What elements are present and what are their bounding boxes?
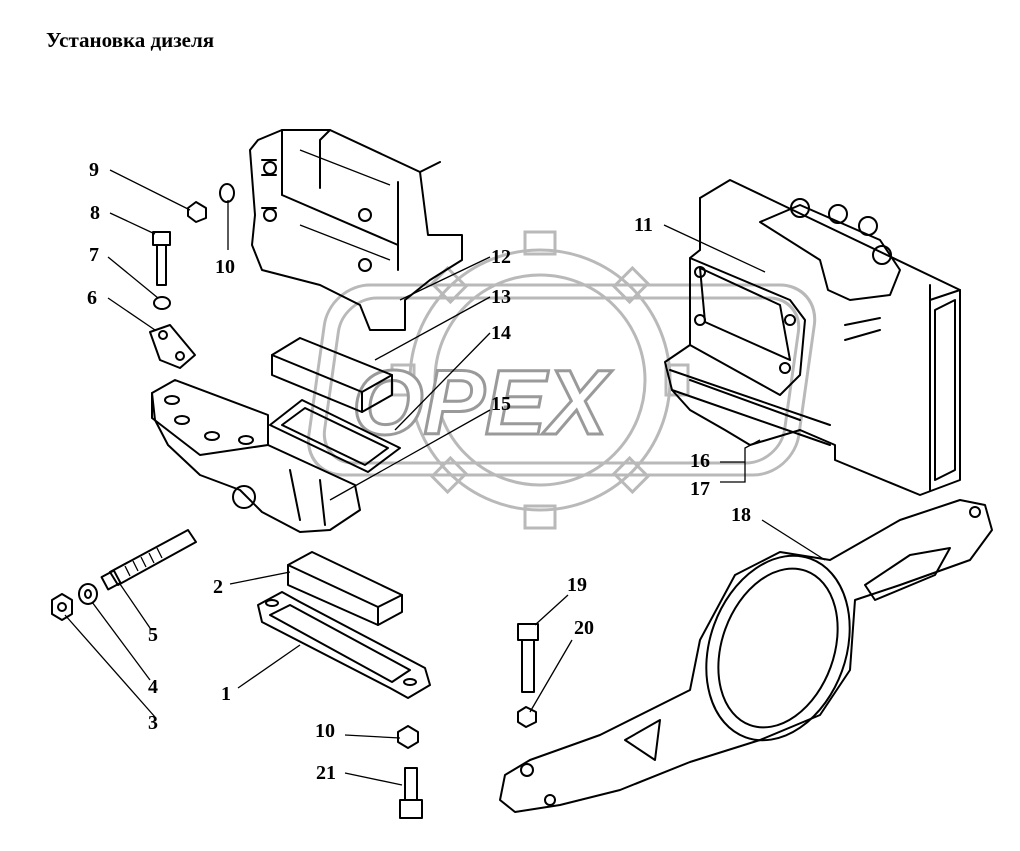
washer-10-top	[219, 183, 235, 203]
nut-10-bottom	[397, 725, 419, 749]
plate-6	[149, 324, 196, 369]
callout-6: 6	[87, 287, 97, 309]
bolt-19	[517, 623, 539, 693]
rubber-pad-13	[271, 337, 393, 413]
callout-4: 4	[148, 676, 158, 698]
frame-plate-14	[269, 399, 401, 473]
callout-9: 9	[89, 159, 99, 181]
callout-2: 2	[213, 576, 223, 598]
callout-10-top: 10	[215, 256, 235, 278]
washer-7	[153, 296, 171, 310]
callout-7: 7	[89, 244, 99, 266]
callout-12: 12	[491, 246, 511, 268]
callout-18: 18	[731, 504, 751, 526]
bolt-8	[152, 231, 171, 286]
nut-9	[187, 201, 207, 223]
callout-14: 14	[491, 322, 511, 344]
callout-1: 1	[221, 683, 231, 705]
stud-bolt-5	[100, 529, 197, 591]
washer-4	[78, 583, 98, 605]
nut-3	[51, 593, 73, 621]
watermark-text: OPEX	[352, 352, 612, 454]
callout-11: 11	[634, 214, 653, 236]
watermark-logo: OPEX	[306, 230, 817, 530]
nut-20	[517, 706, 537, 728]
bracket-frame-1	[257, 591, 431, 699]
callout-21: 21	[316, 762, 336, 784]
callout-8: 8	[90, 202, 100, 224]
callout-5: 5	[148, 624, 158, 646]
upper-engine-bracket	[249, 129, 463, 331]
leader-lines	[64, 169, 826, 786]
rubber-pad-2	[287, 551, 403, 626]
rear-support-frame-18	[499, 499, 993, 813]
callout-10-bottom: 10	[315, 720, 335, 742]
support-bracket-15	[151, 379, 361, 533]
callout-19: 19	[567, 574, 587, 596]
callout-17: 17	[690, 478, 710, 500]
callout-15: 15	[491, 393, 511, 415]
page-title: Установка дизеля	[46, 28, 215, 52]
bolt-21	[399, 767, 423, 819]
callout-16: 16	[690, 450, 710, 472]
callout-20: 20	[574, 617, 594, 639]
callout-13: 13	[491, 286, 511, 308]
callout-3: 3	[148, 712, 158, 734]
